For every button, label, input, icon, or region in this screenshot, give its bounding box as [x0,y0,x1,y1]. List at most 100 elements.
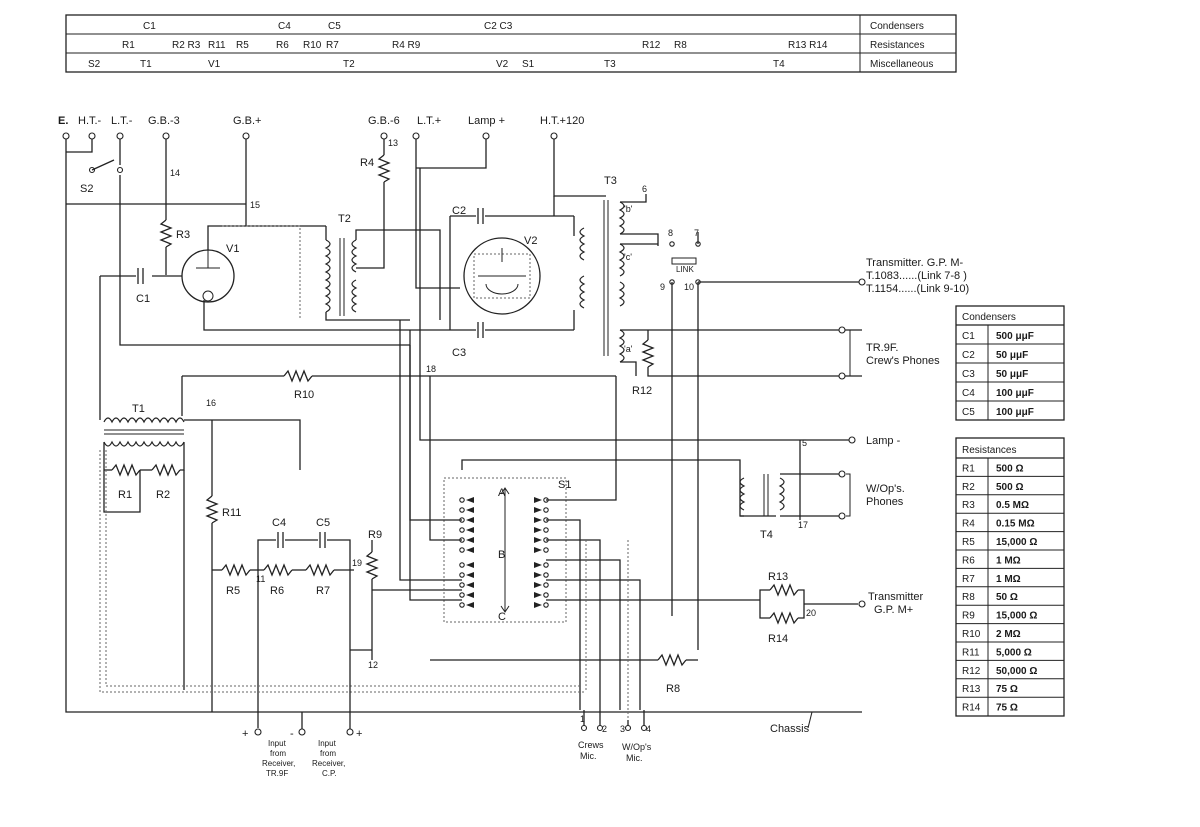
switch-blade [534,517,542,523]
switch-contact [543,562,549,568]
table-row-name: R12 [962,666,981,677]
table-row-value: 50 μμF [996,369,1028,380]
label-bank-c: C [498,611,506,623]
switch-contact [543,527,549,533]
right-labels: Transmitter. G.P. M- T.1083......(Link 7… [770,257,969,735]
label-c4: C4 [272,517,286,529]
switch-contact [543,507,549,513]
label-tr9f: TR.9F. [866,342,898,354]
node-19: 19 [352,558,362,568]
switch-blade [466,602,474,608]
label-r9: R9 [368,529,382,541]
switch-blade [466,537,474,543]
terminal-lt-plus [412,132,420,140]
table-row-value: 2 MΩ [996,629,1021,640]
label-v1: V1 [226,243,239,255]
table-row-name: R6 [962,555,975,566]
switch-contact [543,602,549,608]
switch-contact [459,572,465,578]
terminal-lt-minus [116,132,124,140]
inp-tr9f-4: TR.9F [266,769,288,778]
header-entry: R2 R3 [172,40,201,51]
table-row-value: 50 μμF [996,350,1028,361]
table-row-value: 0.15 MΩ [996,519,1035,530]
table-row-value: 500 Ω [996,482,1023,493]
header-entry: R6 [276,40,289,51]
switch-blade [466,562,474,568]
label-c5: C5 [316,517,330,529]
terminal-e [62,132,70,140]
node-numbers: 5 6 7 8 9 10 11 12 13 14 15 16 17 18 19 … [170,138,816,670]
s1-contacts [459,497,549,608]
terminal-label-ht-minus: H.T.- [78,115,102,127]
switch-blade [534,547,542,553]
label-winding-b: 'b' [624,204,633,214]
label-c2: C2 [452,205,466,217]
switch-blade [466,507,474,513]
table-row-name: R1 [962,463,975,474]
table-row-name: R8 [962,592,975,603]
header-entry: S2 [88,59,101,70]
terminal-gb-minus6 [380,132,388,140]
table-row-value: 500 Ω [996,463,1023,474]
node-10: 10 [684,282,694,292]
label-tx-gp-minus: Transmitter. G.P. M- [866,257,964,269]
inp-cp-1: Input [318,739,337,748]
label-c3: C3 [452,347,466,359]
node-5: 5 [802,438,807,448]
label-input-plus-2: + [356,728,362,740]
terminal-lamp-plus [482,132,490,140]
switch-blade [466,572,474,578]
wiring [65,139,866,736]
label-t2: T2 [338,213,351,225]
terminal-label-gb-minus6: G.B.-6 [368,115,400,127]
header-entry: R8 [674,40,687,51]
table-row-name: R5 [962,537,975,548]
table-row-name: R2 [962,482,975,493]
table-row-value: 100 μμF [996,388,1034,399]
switch-blade [534,582,542,588]
switch-blade [466,547,474,553]
header-entry: R1 [122,40,135,51]
inp-cp-3: Receiver, [312,759,345,768]
label-v2: V2 [524,235,537,247]
header-title-condensers: Condensers [870,21,924,32]
header-entry: R7 [326,40,339,51]
terminal-label-e: E. [58,115,68,127]
node-6: 6 [642,184,647,194]
label-tx-plus-2: G.P. M+ [874,604,913,616]
pin-3: 3 [620,724,625,734]
switch-blade [534,592,542,598]
resistances-table-title: Resistances [962,445,1016,456]
pin-2: 2 [602,724,607,734]
switch-contact [459,527,465,533]
header-entry: T4 [773,59,785,70]
label-bank-a: A [498,487,506,499]
label-r4: R4 [360,157,374,169]
label-wops-phones-1: W/Op's. [866,483,905,495]
inp-tr9f-3: Receiver, [262,759,295,768]
node-20: 20 [806,608,816,618]
label-r7: R7 [316,585,330,597]
switch-blade [466,497,474,503]
inp-cp-4: C.P. [322,769,337,778]
table-row-value: 1 MΩ [996,574,1021,585]
label-r6: R6 [270,585,284,597]
header-entry: R11 [208,40,226,51]
terminal-ht-minus [88,132,96,140]
terminal-label-gb-minus3: G.B.-3 [148,115,180,127]
switch-blade [534,562,542,568]
switch-contact [543,572,549,578]
table-row-name: R9 [962,611,975,622]
label-r1: R1 [118,489,132,501]
switch-contact [459,497,465,503]
switch-contact [459,582,465,588]
node-15: 15 [250,200,260,210]
header-entry: C4 [278,21,291,32]
label-s1: S1 [558,479,571,491]
node-11: 11 [256,574,265,584]
inp-tr9f-1: Input [268,739,287,748]
